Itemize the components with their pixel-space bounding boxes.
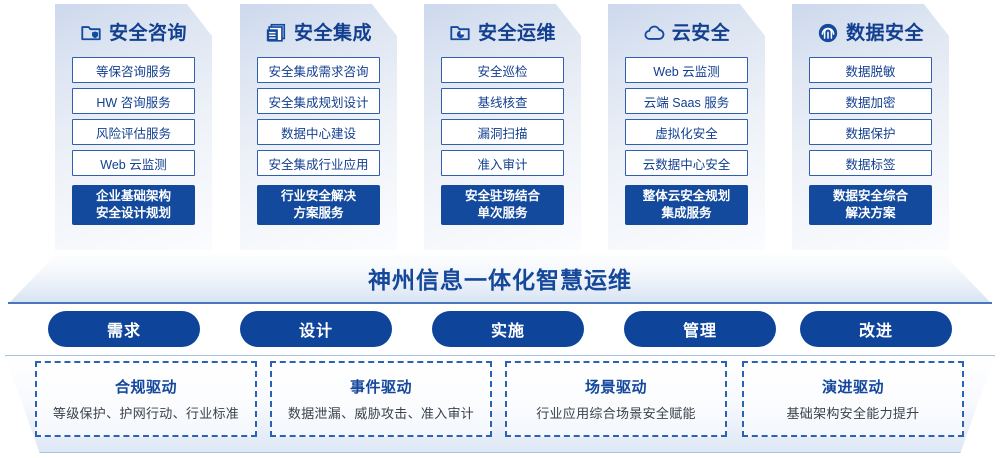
lifecycle-pill-5[interactable]: 改进 (800, 311, 952, 347)
folder-chart-icon (449, 22, 471, 44)
driver-card-2[interactable]: 事件驱动数据泄漏、威胁攻击、准入审计 (270, 361, 492, 437)
capability-columns: 安全咨询等保咨询服务 HW 咨询服务风险评估服务 Web 云监测企业基础架构安全设计… (55, 4, 949, 250)
service-item[interactable]: 准入审计 (441, 150, 564, 176)
highlight-line: 安全设计规划 (95, 206, 171, 220)
service-item[interactable]: 漏洞扫描 (441, 119, 564, 145)
service-item[interactable]: 风险评估服务 (72, 119, 195, 145)
lifecycle-pill-2[interactable]: 设计 (240, 311, 392, 347)
lifecycle-pill-3[interactable]: 实施 (432, 311, 584, 347)
service-item[interactable]: 数据标签 (809, 150, 932, 176)
cloud-icon (643, 22, 665, 44)
service-item[interactable]: 安全巡检 (441, 57, 564, 83)
column-title: 数据安全 (845, 22, 924, 44)
service-item-list: 等保咨询服务 HW 咨询服务风险评估服务 Web 云监测企业基础架构安全设计规划 (72, 57, 195, 225)
drivers-container: 合规驱动等级保护、护网行动、行业标准事件驱动数据泄漏、威胁攻击、准入审计场景驱动… (5, 355, 995, 453)
driver-title: 演进驱动 (821, 379, 884, 396)
service-item[interactable]: 虚拟化安全 (625, 119, 748, 145)
lifecycle-pill-row: 需求 设计 实施 管理改进 (0, 311, 1000, 347)
service-item[interactable]: 基线核查 (441, 88, 564, 114)
service-item[interactable]: 数据脱敏 (809, 57, 932, 83)
driver-card-3[interactable]: 场景驱动行业应用综合场景安全赋能 (505, 361, 727, 437)
highlight-line: 安全驻场结合 (464, 189, 540, 204)
service-item[interactable]: 云端 Saas 服务 (625, 88, 748, 114)
capability-column-4: 云安全 Web 云监测云端 Saas 服务虚拟化安全云数据中心安全整体云安全规划集… (608, 4, 765, 250)
highlight-line: 行业安全解决 (280, 189, 356, 204)
stacked-documents-icon (265, 22, 287, 44)
capability-column-1: 安全咨询等保咨询服务 HW 咨询服务风险评估服务 Web 云监测企业基础架构安全设计… (55, 4, 212, 250)
column-highlight-card[interactable]: 企业基础架构安全设计规划 (72, 185, 195, 225)
service-item-list: 安全巡检基线核查漏洞扫描准入审计安全驻场结合单次服务 (441, 57, 564, 225)
column-inner: 安全集成安全集成需求咨询安全集成规划设计数据中心建设安全集成行业应用行业安全解决… (240, 4, 397, 250)
column-header: 云安全 (643, 18, 731, 48)
driver-subtitle: 数据泄漏、威胁攻击、准入审计 (287, 406, 475, 421)
drivers-list: 合规驱动等级保护、护网行动、行业标准事件驱动数据泄漏、威胁攻击、准入审计场景驱动… (5, 355, 995, 453)
driver-subtitle: 行业应用综合场景安全赋能 (536, 406, 696, 421)
column-title: 安全运维 (477, 22, 556, 44)
banner-shape (8, 252, 992, 304)
column-highlight-card[interactable]: 数据安全综合解决方案 (809, 185, 932, 225)
service-item[interactable]: Web 云监测 (625, 57, 748, 83)
service-item-list: 安全集成需求咨询安全集成规划设计数据中心建设安全集成行业应用行业安全解决方案服务 (257, 57, 380, 225)
service-item-list: 数据脱敏数据加密数据保护数据标签数据安全综合解决方案 (809, 57, 932, 225)
highlight-line: 方案服务 (293, 206, 344, 220)
driver-card-1[interactable]: 合规驱动等级保护、护网行动、行业标准 (35, 361, 257, 437)
column-header: 安全运维 (449, 18, 556, 48)
column-inner: 安全运维安全巡检基线核查漏洞扫描准入审计安全驻场结合单次服务 (424, 4, 581, 250)
column-header: 安全咨询 (80, 18, 187, 48)
column-highlight-card[interactable]: 安全驻场结合单次服务 (441, 185, 564, 225)
lifecycle-pill-1[interactable]: 需求 (48, 311, 200, 347)
column-highlight-card[interactable]: 行业安全解决方案服务 (257, 185, 380, 225)
service-item-list: Web 云监测云端 Saas 服务虚拟化安全云数据中心安全整体云安全规划集成服务 (625, 57, 748, 225)
column-highlight-card[interactable]: 整体云安全规划集成服务 (625, 185, 748, 225)
driver-title: 合规驱动 (114, 379, 177, 396)
integration-banner: 神州信息一体化智慧运维 (8, 252, 992, 304)
highlight-line: 解决方案 (845, 206, 896, 220)
driver-subtitle: 等级保护、护网行动、行业标准 (52, 406, 240, 421)
highlight-line: 企业基础架构 (95, 189, 171, 204)
column-header: 安全集成 (265, 18, 372, 48)
column-inner: 数据安全数据脱敏数据加密数据保护数据标签数据安全综合解决方案 (792, 4, 949, 250)
highlight-line: 单次服务 (477, 206, 528, 220)
service-item[interactable]: HW 咨询服务 (72, 88, 195, 114)
capability-column-3: 安全运维安全巡检基线核查漏洞扫描准入审计安全驻场结合单次服务 (424, 4, 581, 250)
lifecycle-pill-4[interactable]: 管理 (624, 311, 776, 347)
fingerprint-icon (817, 22, 839, 44)
column-header: 数据安全 (817, 18, 924, 48)
service-item[interactable]: 数据加密 (809, 88, 932, 114)
capability-column-2: 安全集成安全集成需求咨询安全集成规划设计数据中心建设安全集成行业应用行业安全解决… (240, 4, 397, 250)
folder-shield-icon (80, 22, 102, 44)
highlight-line: 集成服务 (661, 206, 712, 220)
service-item[interactable]: 数据保护 (809, 119, 932, 145)
service-item[interactable]: 安全集成需求咨询 (257, 57, 380, 83)
driver-title: 事件驱动 (349, 379, 412, 396)
highlight-line: 整体云安全规划 (642, 189, 731, 204)
column-inner: 安全咨询等保咨询服务 HW 咨询服务风险评估服务 Web 云监测企业基础架构安全设计… (55, 4, 212, 250)
column-inner: 云安全 Web 云监测云端 Saas 服务虚拟化安全云数据中心安全整体云安全规划集… (608, 4, 765, 250)
column-title: 云安全 (671, 22, 731, 44)
banner-bottom-line (8, 302, 992, 304)
highlight-line: 数据安全综合 (832, 189, 908, 204)
driver-card-4[interactable]: 演进驱动基础架构安全能力提升 (742, 361, 964, 437)
service-item[interactable]: 数据中心建设 (257, 119, 380, 145)
column-title: 安全集成 (293, 22, 372, 44)
service-item[interactable]: 安全集成规划设计 (257, 88, 380, 114)
driver-title: 场景驱动 (584, 379, 647, 396)
banner-title: 神州信息一体化智慧运维 (368, 267, 632, 293)
column-title: 安全咨询 (108, 22, 187, 44)
service-item[interactable]: 云数据中心安全 (625, 150, 748, 176)
service-item[interactable]: 安全集成行业应用 (257, 150, 380, 176)
service-item[interactable]: 等保咨询服务 (72, 57, 195, 83)
capability-column-5: 数据安全数据脱敏数据加密数据保护数据标签数据安全综合解决方案 (792, 4, 949, 250)
service-item[interactable]: Web 云监测 (72, 150, 195, 176)
driver-subtitle: 基础架构安全能力提升 (786, 406, 920, 421)
